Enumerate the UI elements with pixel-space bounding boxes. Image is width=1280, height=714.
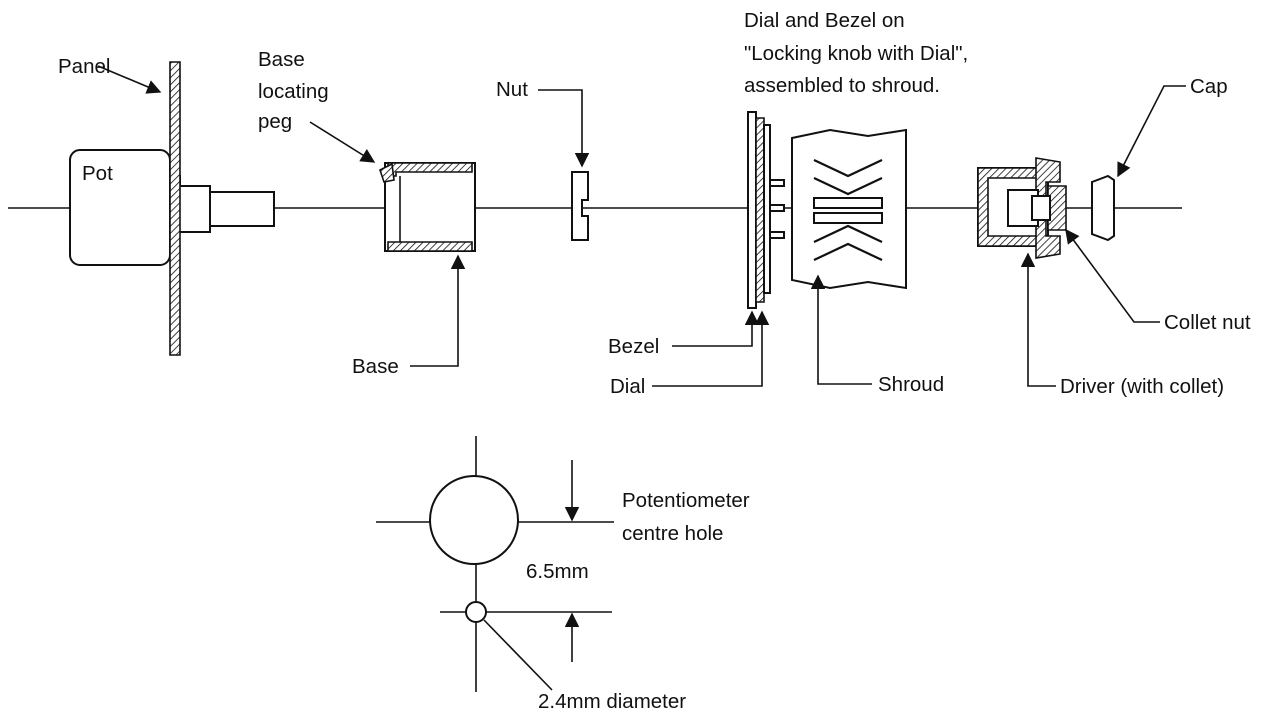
driver-part bbox=[977, 157, 1061, 259]
cap-label: Cap bbox=[1190, 75, 1228, 98]
panel-label: Panel bbox=[58, 55, 110, 78]
bezel-label: Bezel bbox=[608, 335, 659, 358]
dimension-label: 6.5mm bbox=[526, 560, 589, 583]
dial-bezel-note-line-1: Dial and Bezel on bbox=[744, 9, 905, 32]
dial-bezel-note-line-3: assembled to shroud. bbox=[744, 74, 940, 97]
pot-centre-hole-line-2: centre hole bbox=[622, 522, 723, 545]
driver-leader bbox=[1020, 252, 1056, 387]
pot-label: Pot bbox=[82, 162, 113, 185]
shroud-part bbox=[791, 128, 907, 290]
dial-bezel-note-line-2: "Locking knob with Dial", bbox=[744, 42, 968, 65]
pot-centre-hole-line-1: Potentiometer bbox=[622, 489, 750, 512]
base-locating-peg-line-3: peg bbox=[258, 110, 292, 133]
peg-leader bbox=[309, 121, 376, 163]
cap-part bbox=[1091, 174, 1115, 242]
base-part bbox=[379, 162, 476, 252]
nut-leader bbox=[538, 89, 590, 168]
hole-diameter-label: 2.4mm diameter bbox=[538, 690, 686, 713]
hole-detail bbox=[376, 436, 614, 692]
collet-nut-label: Collet nut bbox=[1164, 311, 1251, 334]
nut-label: Nut bbox=[496, 78, 528, 101]
dial-leader bbox=[652, 310, 770, 387]
base-leader bbox=[410, 254, 466, 367]
shroud-label: Shroud bbox=[878, 373, 944, 396]
collet-nut-leader bbox=[1065, 228, 1160, 323]
driver-label: Driver (with collet) bbox=[1060, 375, 1224, 398]
base-locating-peg-line-2: locating bbox=[258, 80, 329, 103]
shroud-leader bbox=[810, 274, 872, 385]
panel-leader bbox=[97, 65, 162, 94]
base-locating-peg-line-1: Base bbox=[258, 48, 305, 71]
pot-shaft bbox=[171, 175, 275, 233]
base-label: Base bbox=[352, 355, 399, 378]
nut-part bbox=[571, 171, 589, 241]
dial-bezel-part bbox=[747, 111, 785, 309]
cap-leader bbox=[1117, 85, 1186, 178]
bezel-leader bbox=[672, 310, 760, 347]
panel bbox=[169, 61, 181, 356]
dial-label: Dial bbox=[610, 375, 645, 398]
